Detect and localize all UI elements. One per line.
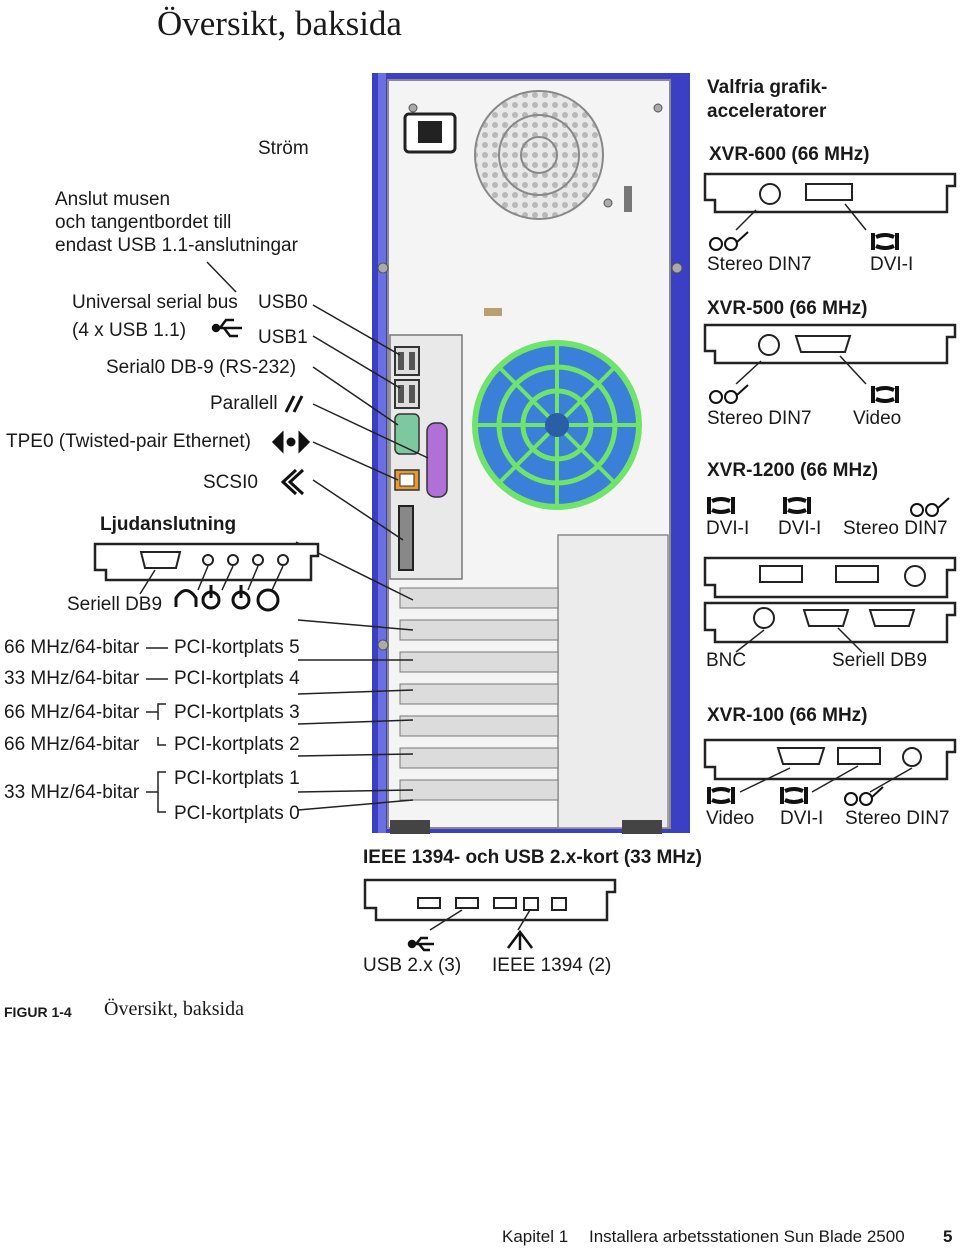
ieee-usb-card [363, 878, 617, 931]
usb0-label: USB0 [258, 292, 308, 313]
xvr500-right-label: Video [853, 408, 902, 429]
xvr1200-bnc: BNC [706, 650, 747, 671]
xvr100-card [703, 738, 957, 793]
figure-caption: Översikt, baksida [104, 998, 244, 1020]
io-panel [389, 308, 502, 580]
xvr500-left-label: Stereo DIN7 [707, 408, 812, 429]
connector-icons [211, 231, 950, 952]
usb-count-label: (4 x USB 1.1) [72, 320, 187, 341]
graphics-heading-1: Valfria grafik- [707, 77, 828, 98]
pci-slot-5: PCI-kortplats 5 [174, 637, 300, 658]
pci-slot-4: PCI-kortplats 4 [174, 668, 300, 689]
xvr1200-stereo: Stereo DIN7 [843, 518, 948, 539]
xvr500-title: XVR-500 (66 MHz) [707, 298, 868, 319]
xvr1200-dvi-a: DVI-I [706, 518, 750, 539]
xvr1200-serial: Seriell DB9 [832, 650, 928, 671]
pci-speed-1: 33 MHz/64-bitar [4, 782, 140, 803]
page-title: Översikt, baksida [157, 4, 402, 43]
audio-label: Ljudanslutning [100, 514, 237, 535]
pci-speed-5: 66 MHz/64-bitar [4, 637, 140, 658]
usb-bus-label: Universal serial bus [72, 292, 238, 313]
page-number: 5 [943, 1227, 953, 1246]
serial0-label: Serial0 DB-9 (RS-232) [106, 357, 297, 378]
xvr1200-dvi-b: DVI-I [778, 518, 822, 539]
xvr100-dvi: DVI-I [780, 808, 824, 829]
power-supply [403, 90, 632, 220]
ieee-card-title: IEEE 1394- och USB 2.x-kort (33 MHz) [363, 847, 702, 868]
ieee-card-usb-label: USB 2.x (3) [363, 955, 462, 976]
xvr600-left-label: Stereo DIN7 [707, 254, 812, 275]
pci-speed-3: 66 MHz/64-bitar [4, 702, 140, 723]
footer-title: Installera arbetsstationen Sun Blade 250… [589, 1227, 905, 1246]
parallel-label: Parallell [210, 393, 278, 414]
usb-note-line3: endast USB 1.1-anslutningar [55, 235, 298, 256]
pci-speed-4: 33 MHz/64-bitar [4, 668, 140, 689]
xvr500-card [703, 323, 957, 385]
pci-slot-0: PCI-kortplats 0 [174, 803, 300, 824]
usb-note-line2: och tangentbordet till [55, 212, 232, 233]
pci-speed-2: 66 MHz/64-bitar [4, 734, 140, 755]
audio-bracket [93, 542, 320, 595]
usb-note-line1: Anslut musen [55, 189, 171, 210]
xvr600-right-label: DVI-I [870, 254, 914, 275]
pci-slot-covers [399, 587, 559, 801]
pci-slot-3: PCI-kortplats 3 [174, 702, 300, 723]
xvr100-stereo: Stereo DIN7 [845, 808, 950, 829]
audio-icons [174, 585, 280, 612]
figure-number: FIGUR 1-4 [4, 1004, 72, 1020]
usb1-label: USB1 [258, 327, 308, 348]
chassis-fan [472, 340, 642, 510]
scsi0-label: SCSI0 [203, 472, 258, 493]
xvr1200-card [703, 556, 957, 653]
pci-slot-2: PCI-kortplats 2 [174, 734, 300, 755]
xvr100-title: XVR-100 (66 MHz) [707, 705, 868, 726]
tpe0-label: TPE0 (Twisted-pair Ethernet) [6, 431, 251, 452]
ieee-card-1394-label: IEEE 1394 (2) [492, 955, 612, 976]
xvr600-title: XVR-600 (66 MHz) [709, 144, 870, 165]
pci-slot-1: PCI-kortplats 1 [174, 768, 300, 789]
xvr100-video: Video [706, 808, 755, 829]
xvr600-card [703, 172, 957, 231]
footer-chapter: Kapitel 1 [502, 1227, 569, 1246]
xvr1200-title: XVR-1200 (66 MHz) [707, 460, 879, 481]
serial-db9-label: Seriell DB9 [67, 594, 163, 615]
power-label: Ström [258, 138, 309, 159]
graphics-heading-2: acceleratorer [707, 101, 827, 122]
